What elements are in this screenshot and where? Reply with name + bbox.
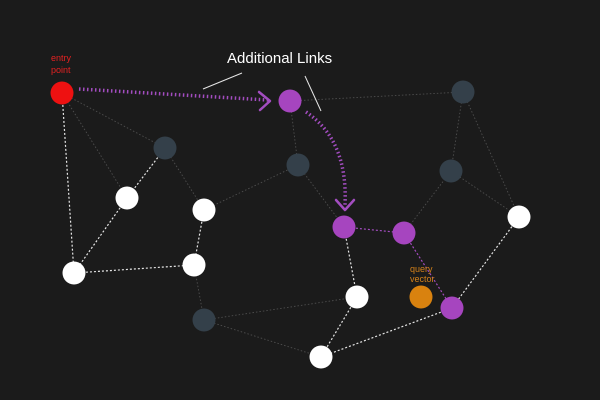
graph-edge	[320, 307, 453, 358]
graph-node-gray	[286, 153, 310, 177]
graph-node-purple	[278, 89, 302, 113]
entry-point-label-line2: point	[51, 65, 71, 75]
graph-edge	[61, 92, 75, 274]
graph-node-purple	[332, 215, 356, 239]
graph-node-gray	[439, 159, 463, 183]
graph-edge	[61, 92, 166, 149]
graph-node-white	[115, 186, 139, 210]
graph-node-purple	[392, 221, 416, 245]
entry-point-node	[50, 81, 74, 105]
arrowhead-2-icon	[334, 198, 356, 212]
additional-links	[78, 72, 356, 212]
graph-edge	[450, 91, 464, 172]
additional-link-arrow-2	[305, 110, 347, 206]
graph-node-gray	[192, 308, 216, 332]
graph-edge	[61, 92, 128, 199]
graph-node-white	[345, 285, 369, 309]
arrowhead-1-icon	[257, 90, 272, 112]
graph-node-white	[309, 345, 333, 369]
graph-edge	[203, 164, 299, 211]
graph-edge	[403, 232, 453, 309]
additional-links-title: Additional Links	[227, 50, 332, 67]
graph-node-purple	[440, 296, 464, 320]
graph-edge	[297, 164, 345, 228]
graph-node-white	[192, 198, 216, 222]
title-pointer-line-2	[304, 75, 322, 112]
graph-edge	[462, 91, 520, 218]
graph-edge	[403, 170, 452, 234]
graph-edges	[61, 91, 520, 358]
query-vector-node	[409, 285, 433, 309]
graph-edge	[451, 216, 520, 309]
query-vector-label-line1: query	[410, 264, 433, 274]
graph-edge	[203, 319, 322, 358]
graph-edge	[450, 170, 520, 218]
graph-edge	[203, 296, 358, 321]
graph-edge	[73, 197, 128, 274]
additional-link-arrow-1	[78, 87, 269, 102]
graph-node-white	[62, 261, 86, 285]
graph-node-white	[182, 253, 206, 277]
title-pointer-line-1	[202, 72, 243, 90]
graph-node-gray	[451, 80, 475, 104]
query-vector-label-line2: vector	[410, 274, 435, 284]
graph-nodes	[50, 80, 531, 369]
graph-edge	[289, 91, 464, 102]
graph-node-white	[507, 205, 531, 229]
graph-labels: entry point query vector Additional Link…	[51, 50, 435, 284]
graph-node-gray	[153, 136, 177, 160]
graph-edge	[73, 264, 195, 274]
entry-point-label-line1: entry	[51, 53, 72, 63]
